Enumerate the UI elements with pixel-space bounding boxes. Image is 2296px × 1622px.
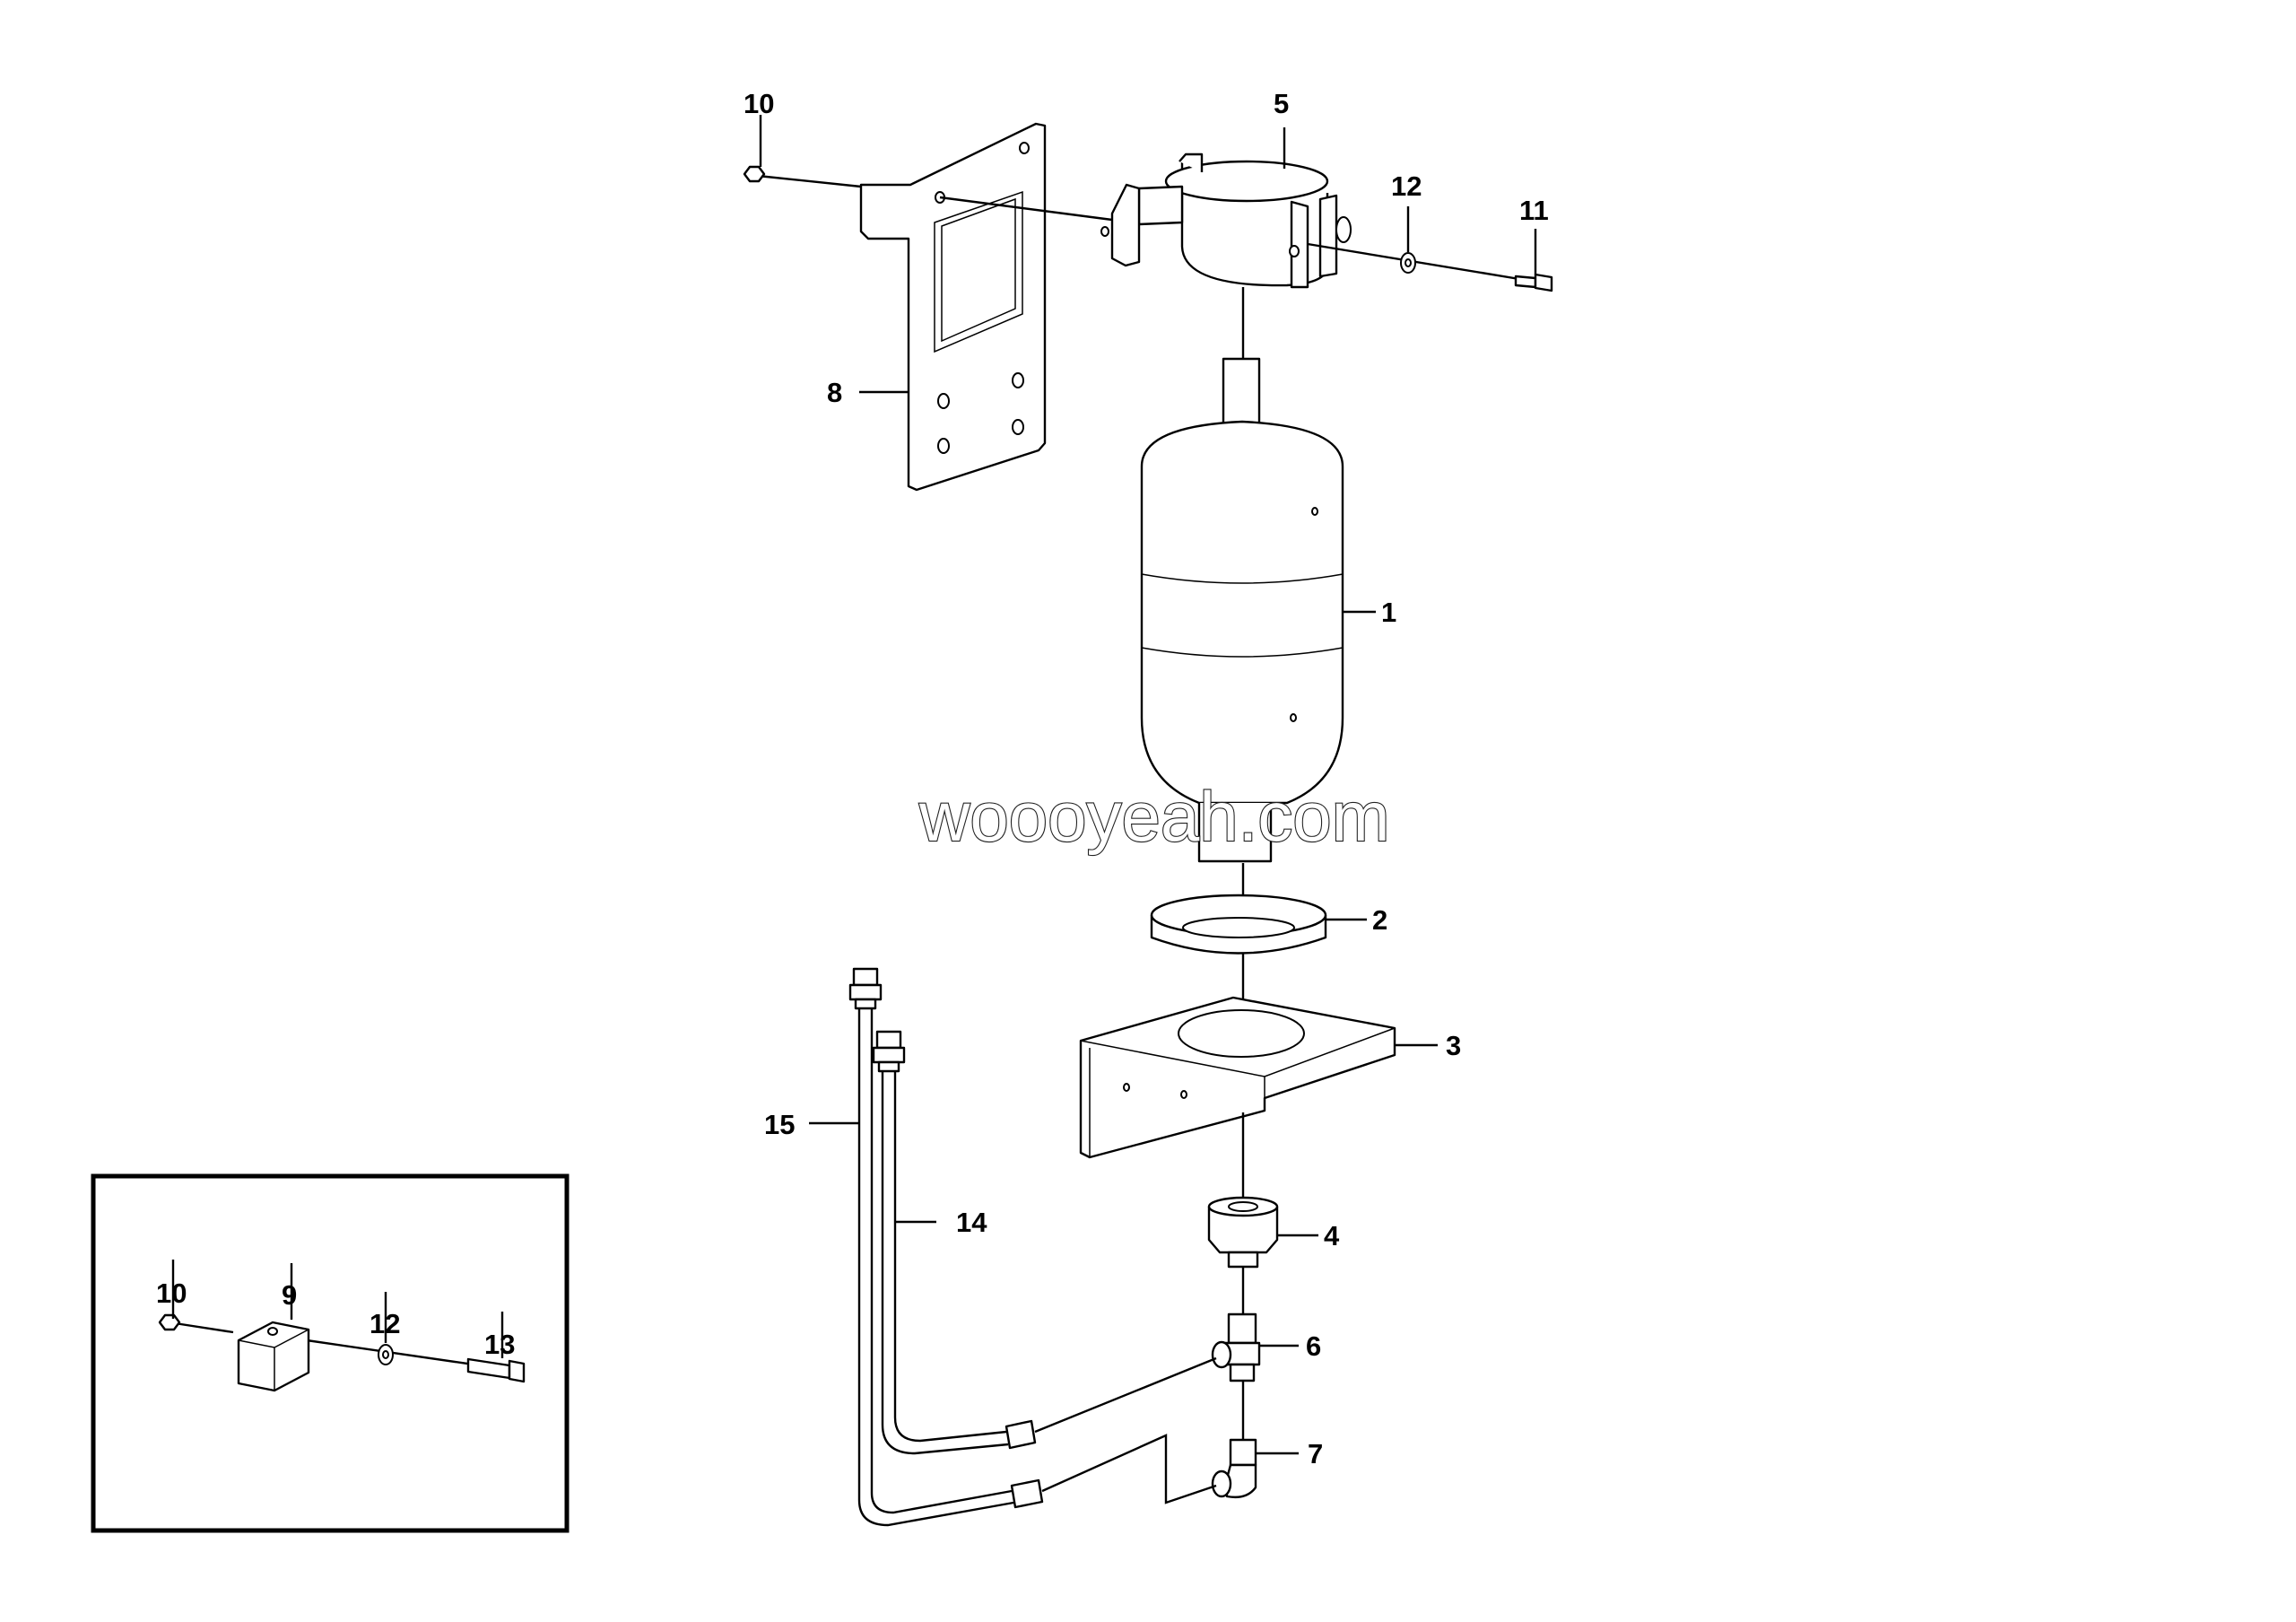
sealing-ring xyxy=(1150,863,1327,955)
inset-callout-9: 9 xyxy=(282,1279,297,1311)
inset-callout-12: 12 xyxy=(370,1308,400,1339)
hex-nut-10 xyxy=(743,165,766,183)
tee-fitting xyxy=(1211,1267,1261,1440)
pipe-15 xyxy=(848,967,1044,1527)
top-bolt-assembly xyxy=(743,165,1553,292)
bolt-11 xyxy=(1514,275,1537,289)
callout-4: 4 xyxy=(1324,1220,1340,1251)
inset-block-9 xyxy=(237,1321,310,1392)
callouts: 1 2 3 4 5 6 7 8 10 11 12 14 15 xyxy=(744,88,1549,1469)
callout-11: 11 xyxy=(1519,195,1549,226)
adapter-fitting xyxy=(1207,1112,1279,1269)
callout-10: 10 xyxy=(744,88,774,119)
callout-12: 12 xyxy=(1391,170,1422,202)
inset-frame xyxy=(91,1173,570,1533)
callout-8: 8 xyxy=(827,377,842,408)
callout-6: 6 xyxy=(1306,1330,1321,1362)
callout-15: 15 xyxy=(764,1109,795,1140)
callout-7: 7 xyxy=(1308,1438,1323,1469)
callout-14: 14 xyxy=(956,1207,987,1238)
inset-bolt-13 xyxy=(466,1357,526,1383)
callout-2: 2 xyxy=(1372,904,1387,936)
inset-detail: 10 9 12 13 xyxy=(91,1173,570,1533)
pipe-14 xyxy=(872,1030,1037,1455)
accumulator xyxy=(1140,287,1344,863)
mounting-bracket-plate xyxy=(859,122,1047,492)
inset-callout-10: 10 xyxy=(156,1278,187,1309)
elbow-fitting xyxy=(1211,1438,1257,1499)
callout-3: 3 xyxy=(1446,1030,1461,1061)
pipe-connections xyxy=(1034,1356,1217,1504)
watermark: woooyeah.com xyxy=(918,777,1390,856)
clamp-band xyxy=(1100,153,1352,289)
inset-callout-13: 13 xyxy=(484,1329,515,1360)
callout-1: 1 xyxy=(1381,597,1396,628)
angle-bracket xyxy=(1079,953,1396,1159)
inset-nut-10 xyxy=(158,1313,181,1331)
callout-5: 5 xyxy=(1274,88,1289,119)
